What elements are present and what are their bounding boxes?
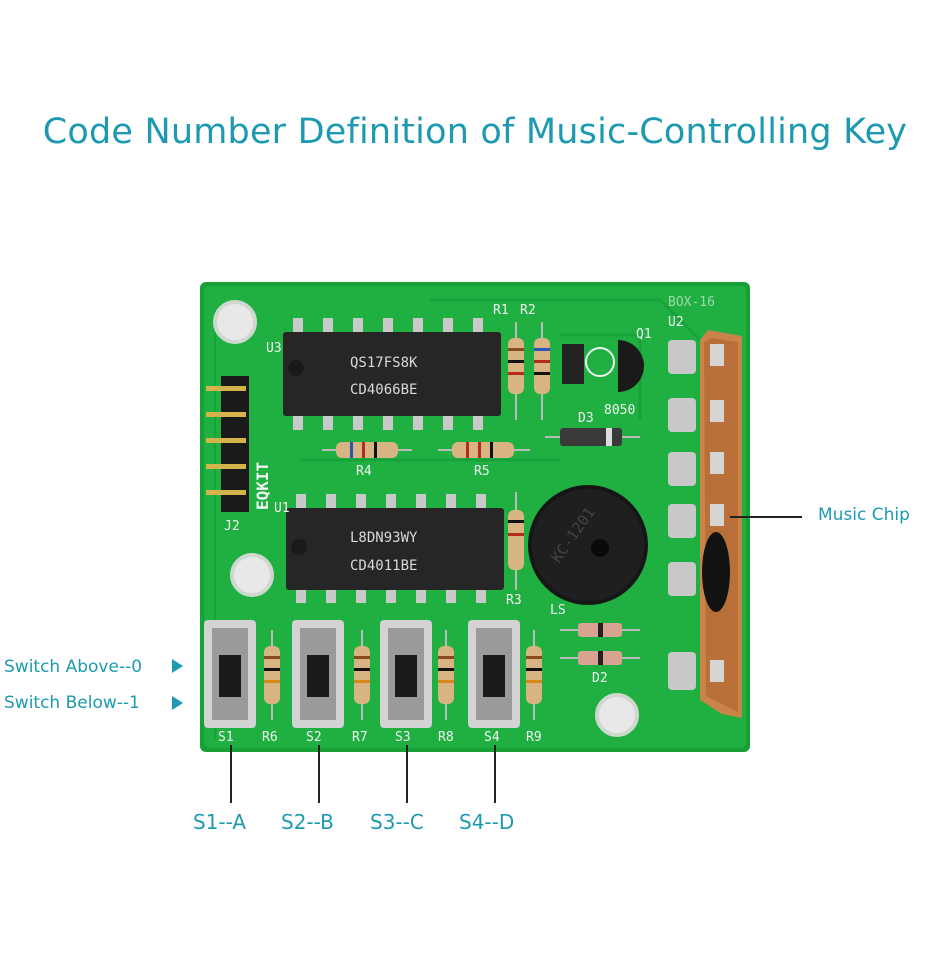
silk-r7: R7 — [352, 730, 368, 745]
silk-s4: S4 — [484, 730, 500, 745]
silk-q1-part: 8050 — [604, 403, 635, 418]
silk-r8: R8 — [438, 730, 454, 745]
silk-brand: EQKIT — [253, 462, 272, 510]
silk-s1: S1 — [218, 730, 234, 745]
diodes-d2 — [560, 623, 640, 665]
switch-below-label: Switch Below--1 — [4, 693, 140, 713]
ic-cd4066be: QS17FS8K CD4066BE — [283, 318, 501, 430]
silk-u2: U2 — [668, 315, 684, 330]
resistors-r4-r5 — [322, 442, 530, 458]
silk-ls: LS — [550, 603, 566, 618]
page-title: Code Number Definition of Music-Controll… — [42, 112, 908, 152]
switch-above-arrow-icon — [172, 659, 183, 673]
silk-r9: R9 — [526, 730, 542, 745]
silk-s3: S3 — [395, 730, 411, 745]
ic-cd4011be: L8DN93WY CD4011BE — [286, 494, 504, 603]
music-chip-module — [668, 330, 742, 718]
silk-box: BOX-16 — [668, 295, 715, 310]
silk-r4: R4 — [356, 464, 372, 479]
s4-leader-line — [494, 745, 496, 803]
key-label-s4: S4--D — [459, 810, 515, 834]
silk-r2: R2 — [520, 303, 536, 318]
silk-u3: U3 — [266, 341, 282, 356]
silk-r6: R6 — [262, 730, 278, 745]
key-label-s1: S1--A — [193, 810, 247, 834]
ic-top-text-2: CD4066BE — [350, 382, 417, 398]
ic-bottom-text-2: CD4011BE — [350, 558, 417, 574]
music-chip-leader-line — [730, 516, 802, 518]
ic-top-text-1: QS17FS8K — [350, 355, 418, 371]
music-chip-label: Music Chip — [818, 505, 910, 525]
resistors-r1-r2-r3 — [508, 322, 550, 590]
ic-bottom-text-1: L8DN93WY — [350, 530, 418, 546]
s2-leader-line — [318, 745, 320, 803]
buzzer: KC-1201 — [528, 485, 648, 605]
silk-j2: J2 — [224, 519, 240, 534]
diode-d3 — [545, 428, 640, 446]
key-label-s2: S2--B — [281, 810, 334, 834]
key-label-s3: S3--C — [370, 810, 424, 834]
header-j2 — [206, 376, 249, 512]
silk-r5: R5 — [474, 464, 490, 479]
s1-leader-line — [230, 745, 232, 803]
silk-u1: U1 — [274, 501, 290, 516]
silk-d3: D3 — [578, 411, 594, 426]
slide-switches — [204, 620, 520, 728]
switch-below-arrow-icon — [172, 696, 183, 710]
silk-r1: R1 — [493, 303, 509, 318]
silk-s2: S2 — [306, 730, 322, 745]
s3-leader-line — [406, 745, 408, 803]
transistor-q1 — [562, 340, 644, 392]
silkscreen-labels: BOX-16 U2 U3 U1 J2 EQKIT R1 R2 Q1 8050 D… — [218, 295, 715, 745]
switch-above-label: Switch Above--0 — [4, 657, 143, 677]
silk-q1: Q1 — [636, 327, 652, 342]
resistors-r6-r9 — [264, 630, 542, 720]
silk-d2: D2 — [592, 671, 608, 686]
silk-r3: R3 — [506, 593, 522, 608]
